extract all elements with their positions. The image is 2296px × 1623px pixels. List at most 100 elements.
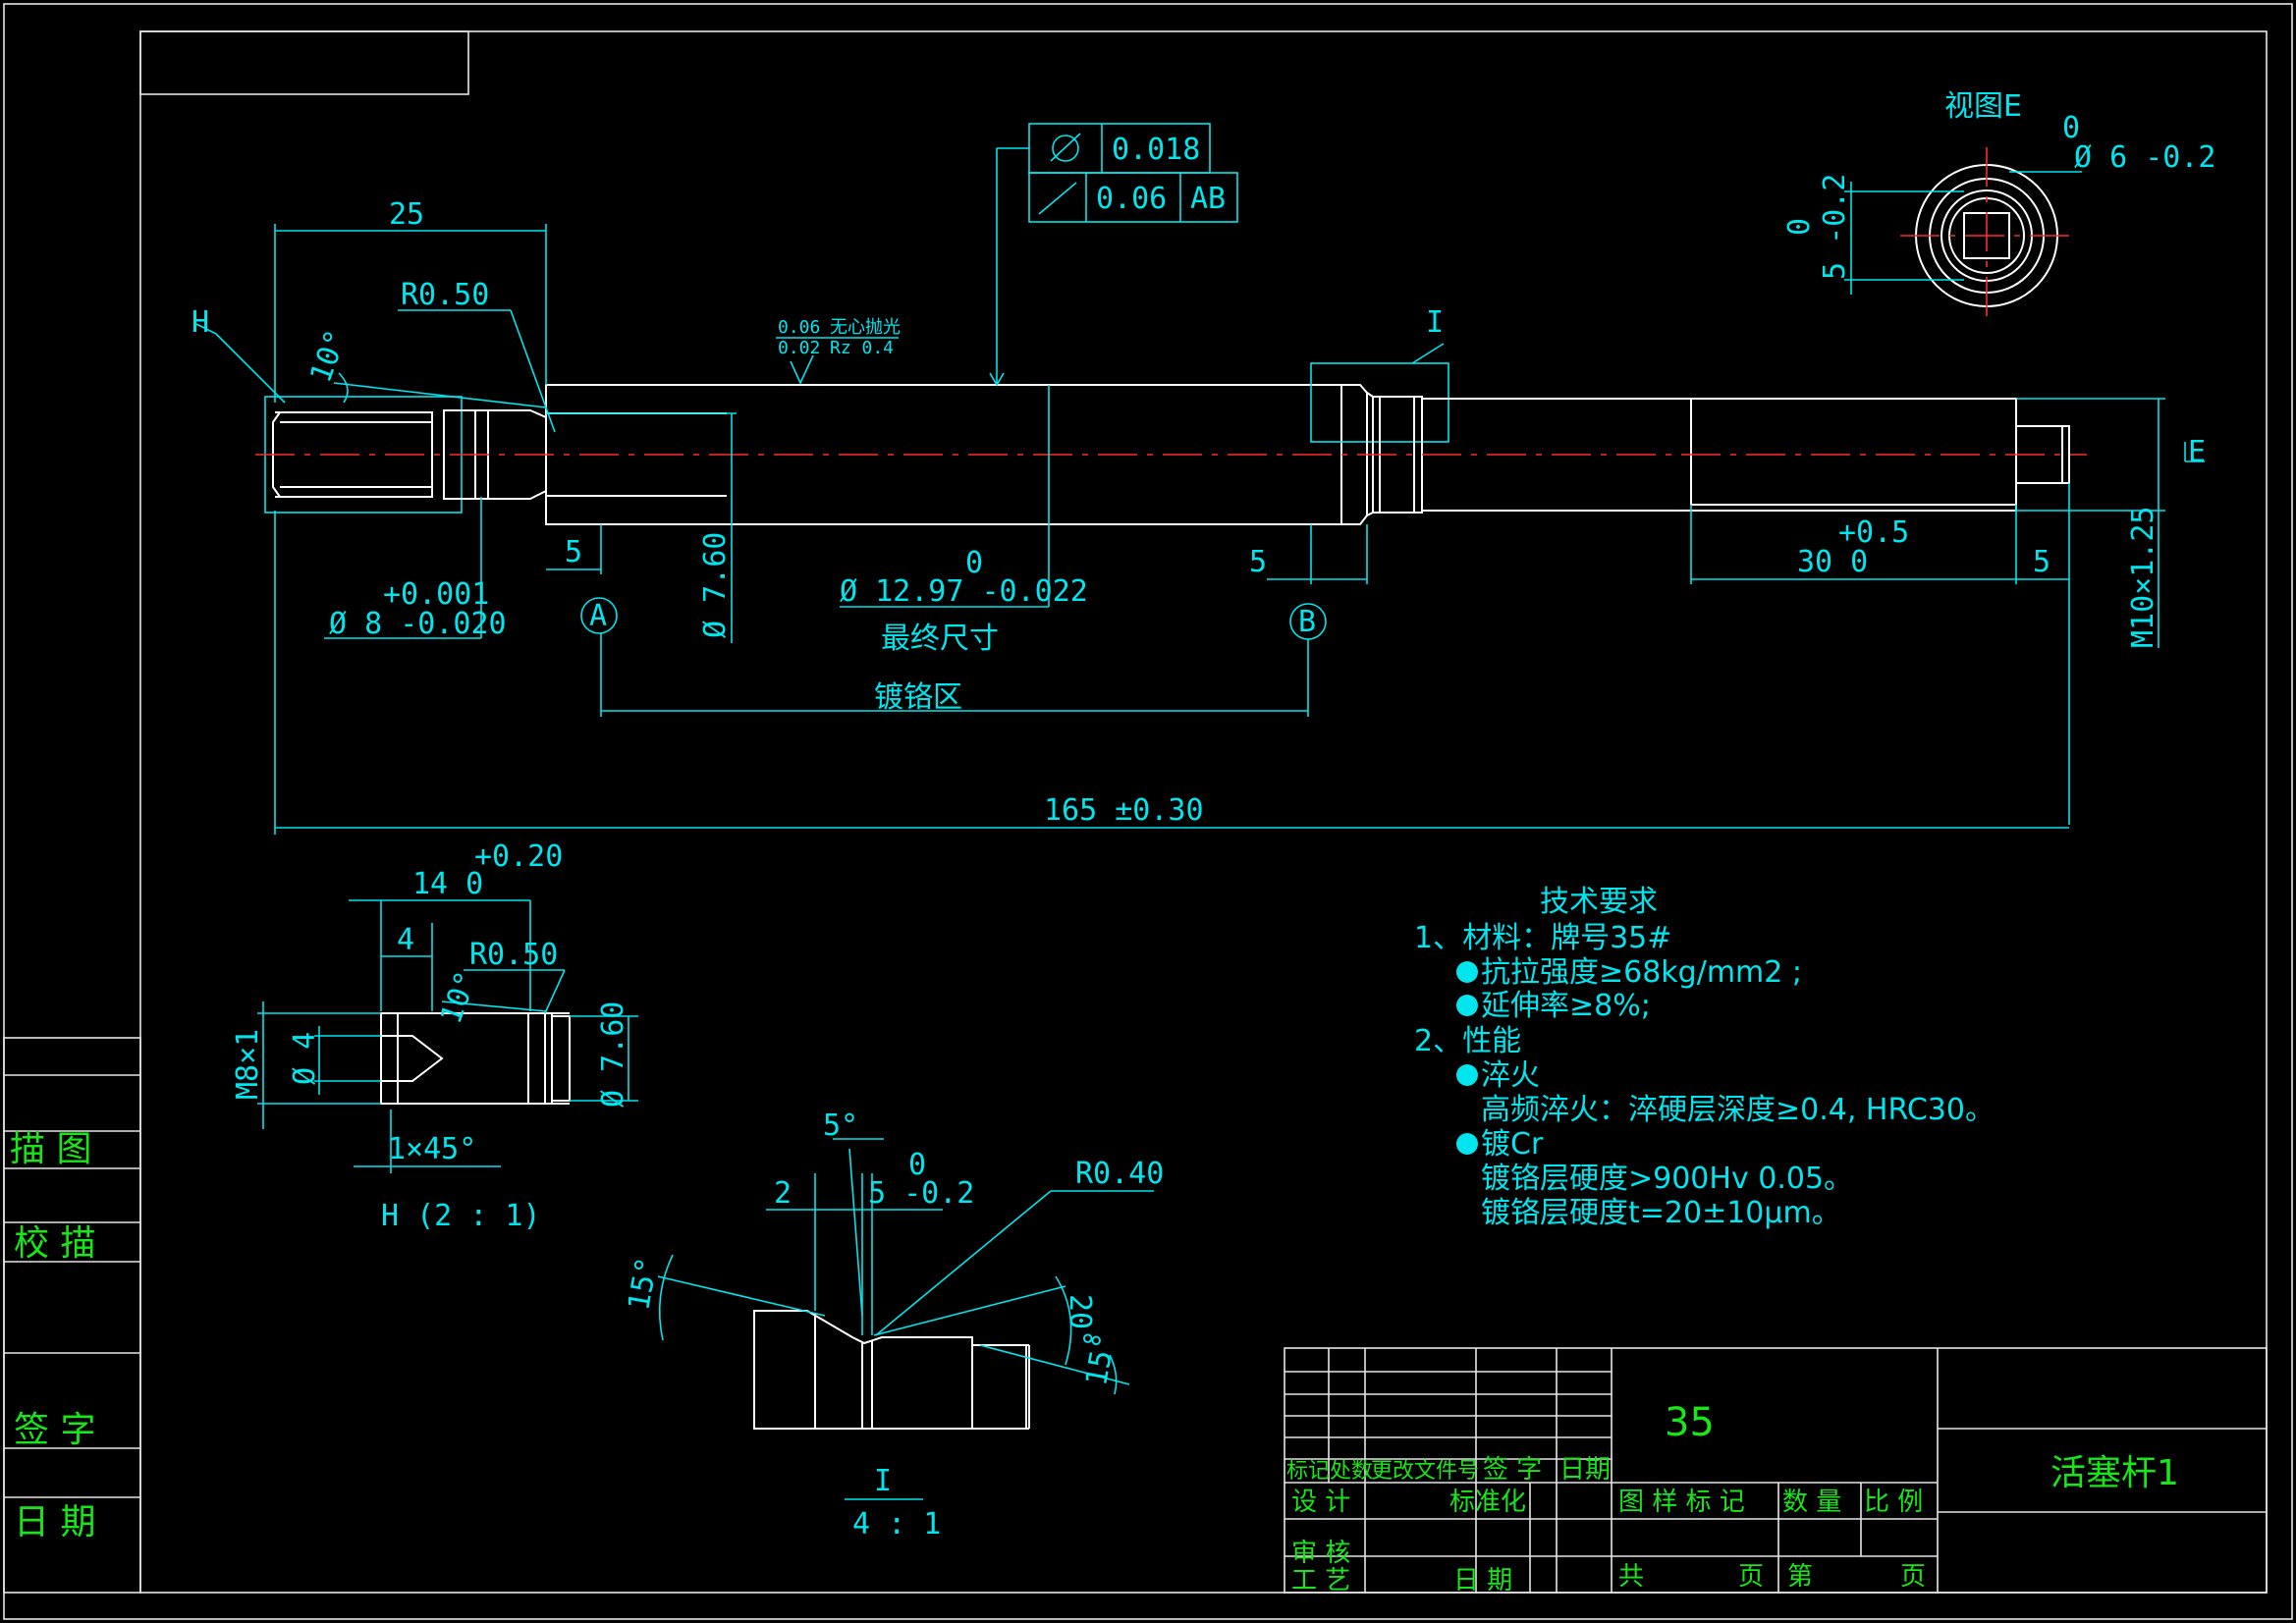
label-h: H	[191, 305, 209, 340]
technical-requirements: 技术要求 1、材料：牌号35# 抗拉强度≥68kg/mm2 ; 延伸率≥8%; …	[1414, 885, 1995, 1230]
tb-count: 处数	[1330, 1459, 1373, 1484]
tb-scale: 比 例	[1864, 1488, 1923, 1517]
dim-d1297: Ø 12.97 -0.022	[840, 574, 1088, 609]
dim-5-left: 5	[565, 535, 582, 569]
detail-i-5deg: 5°	[823, 1109, 858, 1143]
roundness-icon	[1052, 135, 1079, 162]
tb-doc: 更改文件号	[1371, 1459, 1479, 1484]
main-view-dimensions: 25 R0.50 10° H +0.001 Ø 8 -0.020 5 Ø 7.6…	[191, 197, 2206, 835]
dim-10deg: 10°	[303, 325, 354, 387]
dim-d8-upper: +0.001	[383, 577, 489, 612]
detail-h-title: H (2 : 1)	[381, 1199, 541, 1233]
side-label-sign: 签 字	[14, 1410, 95, 1450]
label-final-size: 最终尺寸	[881, 622, 999, 656]
label-i: I	[1426, 305, 1444, 340]
tb-qty: 数 量	[1782, 1488, 1841, 1517]
tb-process: 工 艺	[1291, 1566, 1350, 1596]
tb-page-unit-1: 页	[1738, 1562, 1764, 1592]
view-e: 视图E 0 Ø 6 -0.2 0 5 -0.2	[1782, 89, 2216, 324]
side-label-trace: 校 描	[14, 1223, 95, 1264]
dim-25: 25	[389, 197, 424, 232]
side-label-draw: 描 图	[10, 1129, 91, 1169]
sf-rz: Rz 0.4	[830, 338, 894, 358]
datum-b: B	[1298, 605, 1316, 639]
sf-note: 无心抛光	[830, 317, 901, 338]
datum-a: A	[589, 599, 607, 633]
sf-line2: 0.02	[778, 338, 820, 358]
tb-part-name: 活塞杆1	[2050, 1453, 2179, 1493]
tech-line-4: 2、性能	[1414, 1024, 1521, 1058]
bullet-icon	[1456, 1133, 1478, 1155]
detail-h-d4: Ø 4	[288, 1032, 322, 1085]
gdt-runout-datum: AB	[1190, 182, 1226, 216]
tech-title: 技术要求	[1540, 885, 1658, 919]
tech-line-5: 淬火	[1481, 1058, 1540, 1093]
detail-i-r040: R0.40	[1075, 1157, 1164, 1191]
tech-line-1: 1、材料：牌号35#	[1414, 921, 1671, 955]
side-strip: 描 图 校 描 签 字 日 期	[3, 1037, 141, 1594]
view-e-dim-upper: 0	[2062, 111, 2080, 145]
tech-line-6: 高频淬火：淬硬层深度≥0.4, HRC30。	[1481, 1093, 1995, 1127]
detail-i-title: I	[874, 1464, 892, 1498]
bullet-icon	[1456, 961, 1478, 983]
dim-total: 165 ±0.30	[1044, 793, 1204, 828]
runout-icon	[1038, 182, 1077, 215]
gdt-frame: 0.018 0.06 AB	[989, 123, 1238, 387]
tech-line-8: 镀铬层硬度>900Hv 0.05。	[1481, 1162, 1853, 1196]
view-e-dim-v1: 0	[1782, 218, 1817, 236]
sf-line1: 0.06	[778, 317, 820, 338]
detail-i-20deg: 20°	[1063, 1294, 1097, 1347]
detail-i-scale: 4 : 1	[852, 1507, 941, 1542]
piston-rod-main-view	[255, 362, 2087, 525]
dim-d1297-upper: 0	[965, 546, 983, 580]
tb-page-unit-2: 页	[1900, 1562, 1926, 1592]
tb-material: 35	[1665, 1400, 1715, 1445]
detail-h-d760: Ø 7.60	[596, 1001, 630, 1108]
tb-review: 审 核	[1291, 1539, 1350, 1568]
tech-line-3: 延伸率≥8%;	[1481, 989, 1651, 1023]
detail-i-dim-2: 2	[774, 1176, 792, 1211]
detail-i-dim5: 5 -0.2	[868, 1176, 974, 1211]
tb-total-pages: 共	[1618, 1562, 1644, 1592]
detail-h-r050: R0.50	[469, 938, 558, 972]
detail-h-dim14-upper: +0.20	[474, 839, 563, 874]
detail-h-10deg: 10°	[434, 967, 484, 1029]
tech-line-9: 镀铬层硬度t=20±10μm。	[1481, 1196, 1841, 1230]
tech-line-2: 抗拉强度≥68kg/mm2 ;	[1481, 955, 1802, 990]
dim-d8: Ø 8 -0.020	[329, 607, 507, 641]
dim-30: 30 0	[1797, 545, 1868, 579]
inner-border	[139, 30, 2268, 1594]
tb-sign: 签 字	[1483, 1455, 1542, 1485]
bullet-icon	[1456, 995, 1478, 1016]
tb-page-no: 第	[1787, 1562, 1813, 1592]
tb-mark: 标记	[1286, 1459, 1330, 1484]
detail-i-15deg-left: 15°	[622, 1255, 665, 1313]
detail-h-m8: M8×1	[231, 1029, 265, 1100]
tb-date-2: 日 期	[1453, 1566, 1512, 1596]
detail-h-dim14: 14 0	[412, 867, 483, 901]
label-chrome-zone: 镀铬区	[874, 680, 962, 715]
outer-border	[3, 3, 2293, 1620]
tb-design: 设 计	[1291, 1488, 1350, 1517]
dim-m10: M10×1.25	[2126, 507, 2160, 649]
surface-finish-symbol: 0.06 0.02 无心抛光 Rz 0.4	[776, 317, 901, 385]
detail-i: 5° 5° 2 0 5 -0.2 R0.40 15° 20° 15° I 4 :…	[622, 1109, 1164, 1542]
bullet-icon	[1456, 1064, 1478, 1086]
dim-r050: R0.50	[401, 278, 489, 312]
dim-d760: Ø 7.60	[698, 532, 733, 638]
tech-line-7: 镀Cr	[1481, 1127, 1544, 1162]
dim-30-upper: +0.5	[1838, 515, 1909, 550]
dim-5-right: 5	[2033, 545, 2050, 579]
tb-standard: 标准化	[1449, 1488, 1526, 1517]
tb-stage: 图 样 标 记	[1618, 1488, 1745, 1517]
top-left-box	[139, 30, 469, 95]
gdt-runout-value: 0.06	[1096, 182, 1167, 216]
detail-h-chamfer: 1×45°	[388, 1132, 476, 1166]
side-label-date: 日 期	[14, 1502, 95, 1542]
detail-h: +0.20 14 0 4 R0.50 10° M8×1 Ø 4 Ø 7.60 1…	[231, 839, 638, 1233]
dim-5-mid: 5	[1249, 545, 1267, 579]
view-e-dim-d6: Ø 6 -0.2	[2074, 140, 2216, 175]
title-block: 标记 处数 更改文件号 签 字 日期 设 计 标准化 审 核 工 艺 日 期 图…	[1284, 1347, 2268, 1596]
label-e: E	[2188, 435, 2206, 469]
